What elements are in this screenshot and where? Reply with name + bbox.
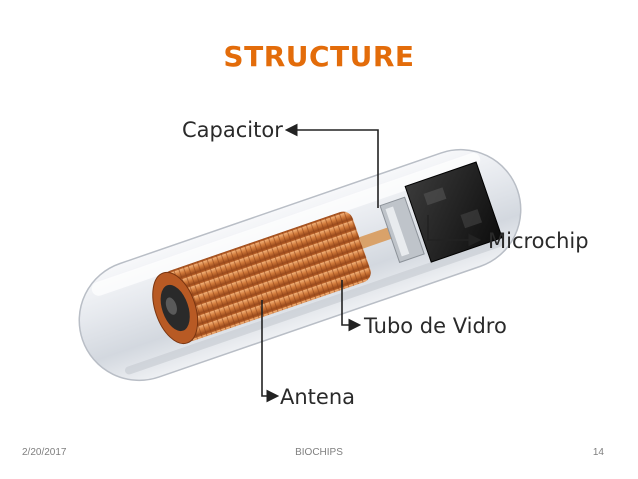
capacitor-leader — [284, 123, 379, 208]
glass-tube — [78, 148, 522, 382]
callout-lines — [261, 123, 482, 403]
label-antenna: Antena — [280, 385, 355, 409]
antenna-coil — [152, 211, 392, 345]
label-tube: Tubo de Vidro — [363, 314, 507, 338]
microchip-leader — [427, 215, 482, 247]
antenna-leader — [261, 300, 280, 403]
slide-title: STRUCTURE — [223, 40, 415, 73]
footer-page-number: 14 — [592, 447, 604, 458]
label-microchip: Microchip — [488, 229, 589, 253]
footer-date: 2/20/2017 — [22, 447, 67, 458]
capacitor-component — [379, 196, 425, 264]
footer-center: BIOCHIPS — [295, 447, 343, 458]
tube-leader — [341, 280, 362, 332]
label-capacitor: Capacitor — [182, 118, 283, 142]
